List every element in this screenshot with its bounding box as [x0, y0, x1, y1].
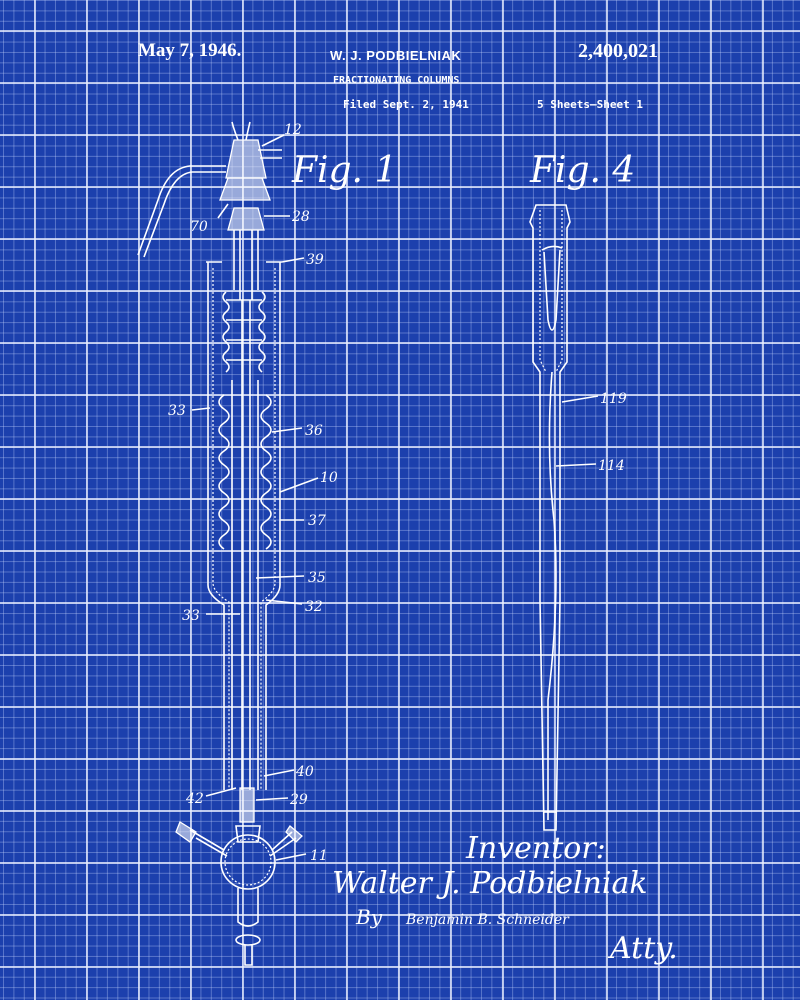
ref-12: 12	[284, 122, 302, 138]
ref-36: 36	[305, 423, 323, 439]
inventor-header: W. J. PODBIELNIAK	[330, 48, 462, 63]
ref-35: 35	[308, 570, 326, 586]
ref-10: 10	[320, 470, 338, 486]
ref-70: 70	[190, 219, 208, 235]
attorney-signature: Benjamin B. Schneider	[405, 912, 570, 928]
patent-date: May 7, 1946.	[138, 40, 242, 61]
patent-number: 2,400,021	[578, 40, 658, 62]
ref-33-upper: 33	[168, 403, 186, 419]
ref-28: 28	[291, 209, 310, 225]
fig1-reference-numerals: 12 70 28 39 33 36 10 37 35 32 33 40 42 2…	[168, 122, 338, 864]
ref-32: 32	[305, 599, 323, 615]
filed-date: Filed Sept. 2, 1941	[343, 98, 469, 111]
fig4-label: Fig. 4	[529, 150, 635, 191]
ref-40: 40	[295, 764, 314, 780]
inventor-signature: Walter J. Podbielniak	[332, 866, 648, 901]
ref-119: 119	[600, 391, 627, 407]
fig4-leader-lines	[555, 395, 599, 467]
patent-title: FRACTIONATING COLUMNS	[333, 75, 460, 86]
fig1-leader-lines	[191, 134, 319, 861]
ref-42: 42	[185, 791, 204, 807]
ref-37: 37	[308, 513, 326, 529]
fig1-column-drawing	[137, 121, 303, 966]
sheet-count: 5 Sheets—Sheet 1	[537, 98, 643, 111]
ref-11: 11	[310, 848, 328, 864]
ref-114: 114	[598, 458, 625, 474]
inventor-heading: Inventor:	[465, 831, 606, 866]
ref-33-lower: 33	[182, 608, 200, 624]
fig4-tube-drawing	[529, 204, 571, 831]
fig1-label: Fig. 1	[291, 150, 397, 191]
ref-39: 39	[306, 252, 324, 268]
ref-29: 29	[289, 792, 308, 808]
atty-label: Atty.	[607, 931, 678, 966]
by-label: By	[355, 905, 383, 929]
